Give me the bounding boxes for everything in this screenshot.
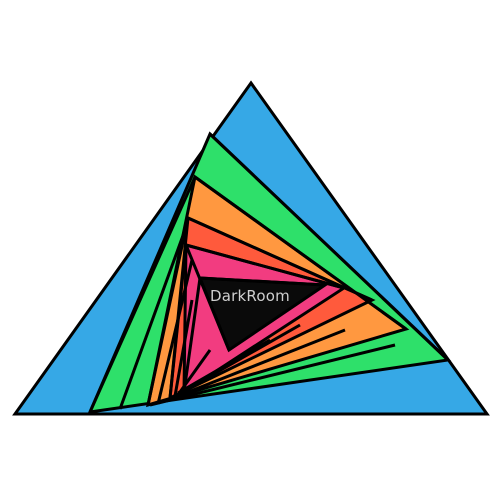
spiral-line xyxy=(194,175,407,331)
spiral-line xyxy=(199,276,326,287)
spiral-line xyxy=(149,343,396,407)
spiral-line xyxy=(182,277,202,393)
spiral-line xyxy=(146,217,190,406)
spiral-line xyxy=(178,349,212,393)
spiral-line xyxy=(173,299,194,397)
spiral-line xyxy=(167,328,346,402)
spiral-line xyxy=(156,259,194,405)
spiral-line xyxy=(208,132,450,362)
spiral-line xyxy=(184,244,231,351)
spiral-line xyxy=(174,323,301,398)
spiral-line xyxy=(118,229,187,410)
spiral-line xyxy=(185,243,345,290)
spiral-line xyxy=(88,176,197,413)
